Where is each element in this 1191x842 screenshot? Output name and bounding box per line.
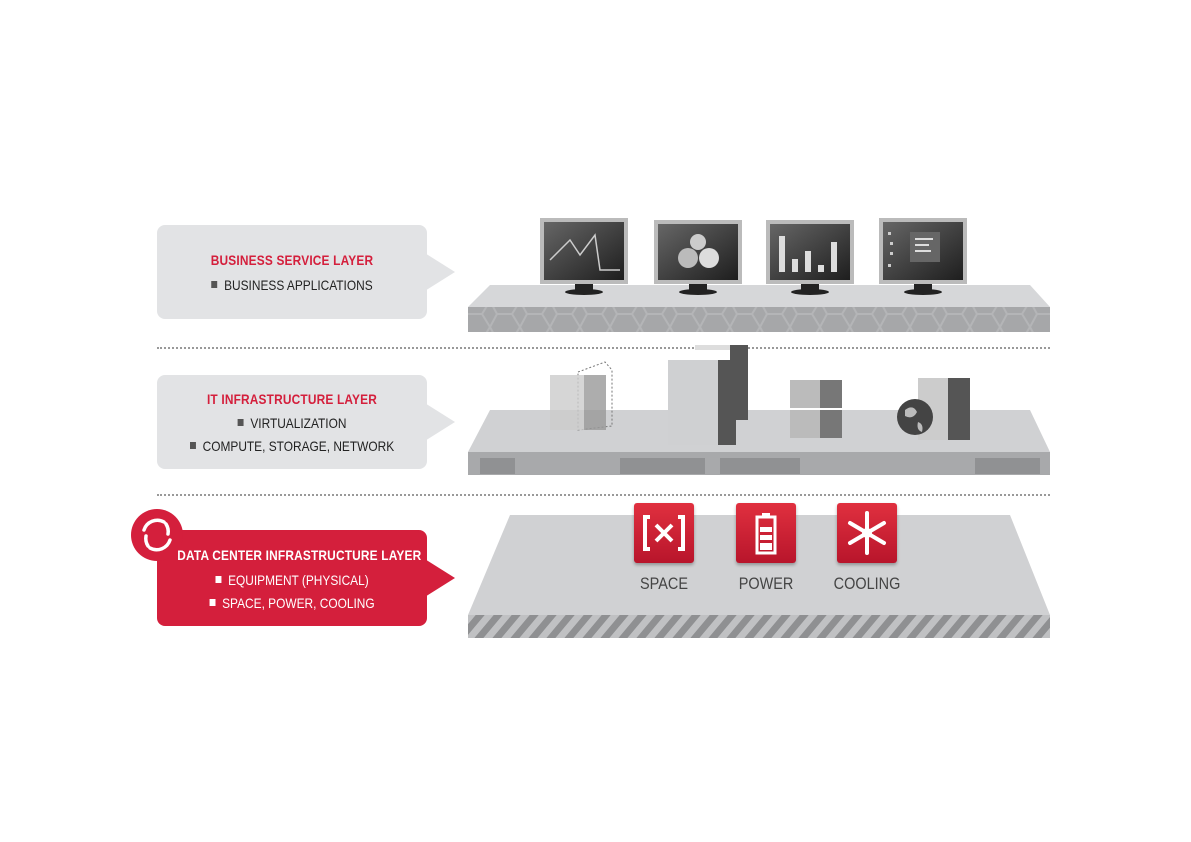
layer-title: DATA CENTER INFRASTRUCTURE LAYER (177, 547, 422, 563)
monitor-bar-chart (766, 220, 854, 295)
virtual-server (550, 361, 613, 431)
layer-title: BUSINESS SERVICE LAYER (210, 252, 374, 268)
it-platform (468, 345, 1050, 475)
business-platform (468, 218, 1050, 332)
storage-units (790, 380, 842, 438)
layer-item: BUSINESS APPLICATIONS (177, 277, 407, 293)
space-icon (634, 503, 694, 563)
server-racks (668, 345, 748, 445)
layer-divider (157, 347, 1050, 349)
callout-arrow (420, 250, 455, 294)
power-label: POWER (738, 574, 794, 593)
layer-item: COMPUTE, STORAGE, NETWORK (177, 438, 407, 454)
business-service-layer-label: BUSINESS SERVICE LAYER BUSINESS APPLICAT… (157, 225, 427, 319)
layer-title: IT INFRASTRUCTURE LAYER (206, 391, 378, 407)
battery-icon (736, 503, 796, 563)
layer-item: VIRTUALIZATION (177, 415, 407, 431)
space-label: SPACE (640, 574, 688, 593)
data-center-infrastructure-layer-label: DATA CENTER INFRASTRUCTURE LAYER EQUIPME… (157, 530, 427, 626)
snowflake-icon (837, 503, 897, 563)
layer-divider (157, 494, 1050, 496)
layer-item: EQUIPMENT (PHYSICAL) (177, 572, 407, 588)
layer-item: SPACE, POWER, COOLING (177, 595, 407, 611)
callout-arrow (420, 400, 455, 444)
monitor-dashboard (879, 218, 967, 295)
facility-platform (468, 515, 1050, 638)
monitor-database (654, 220, 742, 295)
monitor-line-chart (540, 218, 628, 295)
logo-icon (131, 509, 183, 561)
network-server (897, 378, 970, 440)
callout-arrow (420, 556, 455, 600)
it-infrastructure-layer-label: IT INFRASTRUCTURE LAYER VIRTUALIZATION C… (157, 375, 427, 469)
cooling-label: COOLING (833, 574, 901, 593)
